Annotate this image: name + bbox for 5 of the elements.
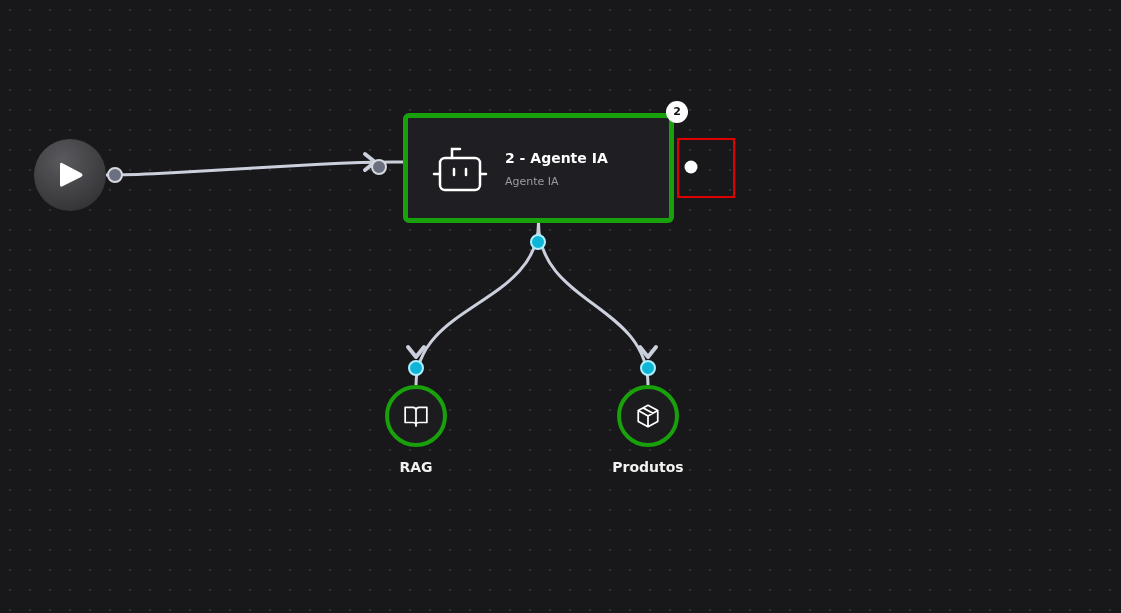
node-label: Produtos	[612, 459, 684, 475]
node-subtitle: Agente IA	[505, 175, 559, 188]
arrow	[106, 152, 403, 177]
node-label: RAG	[399, 459, 433, 475]
node-title: 2 - Agente IA	[505, 150, 608, 166]
